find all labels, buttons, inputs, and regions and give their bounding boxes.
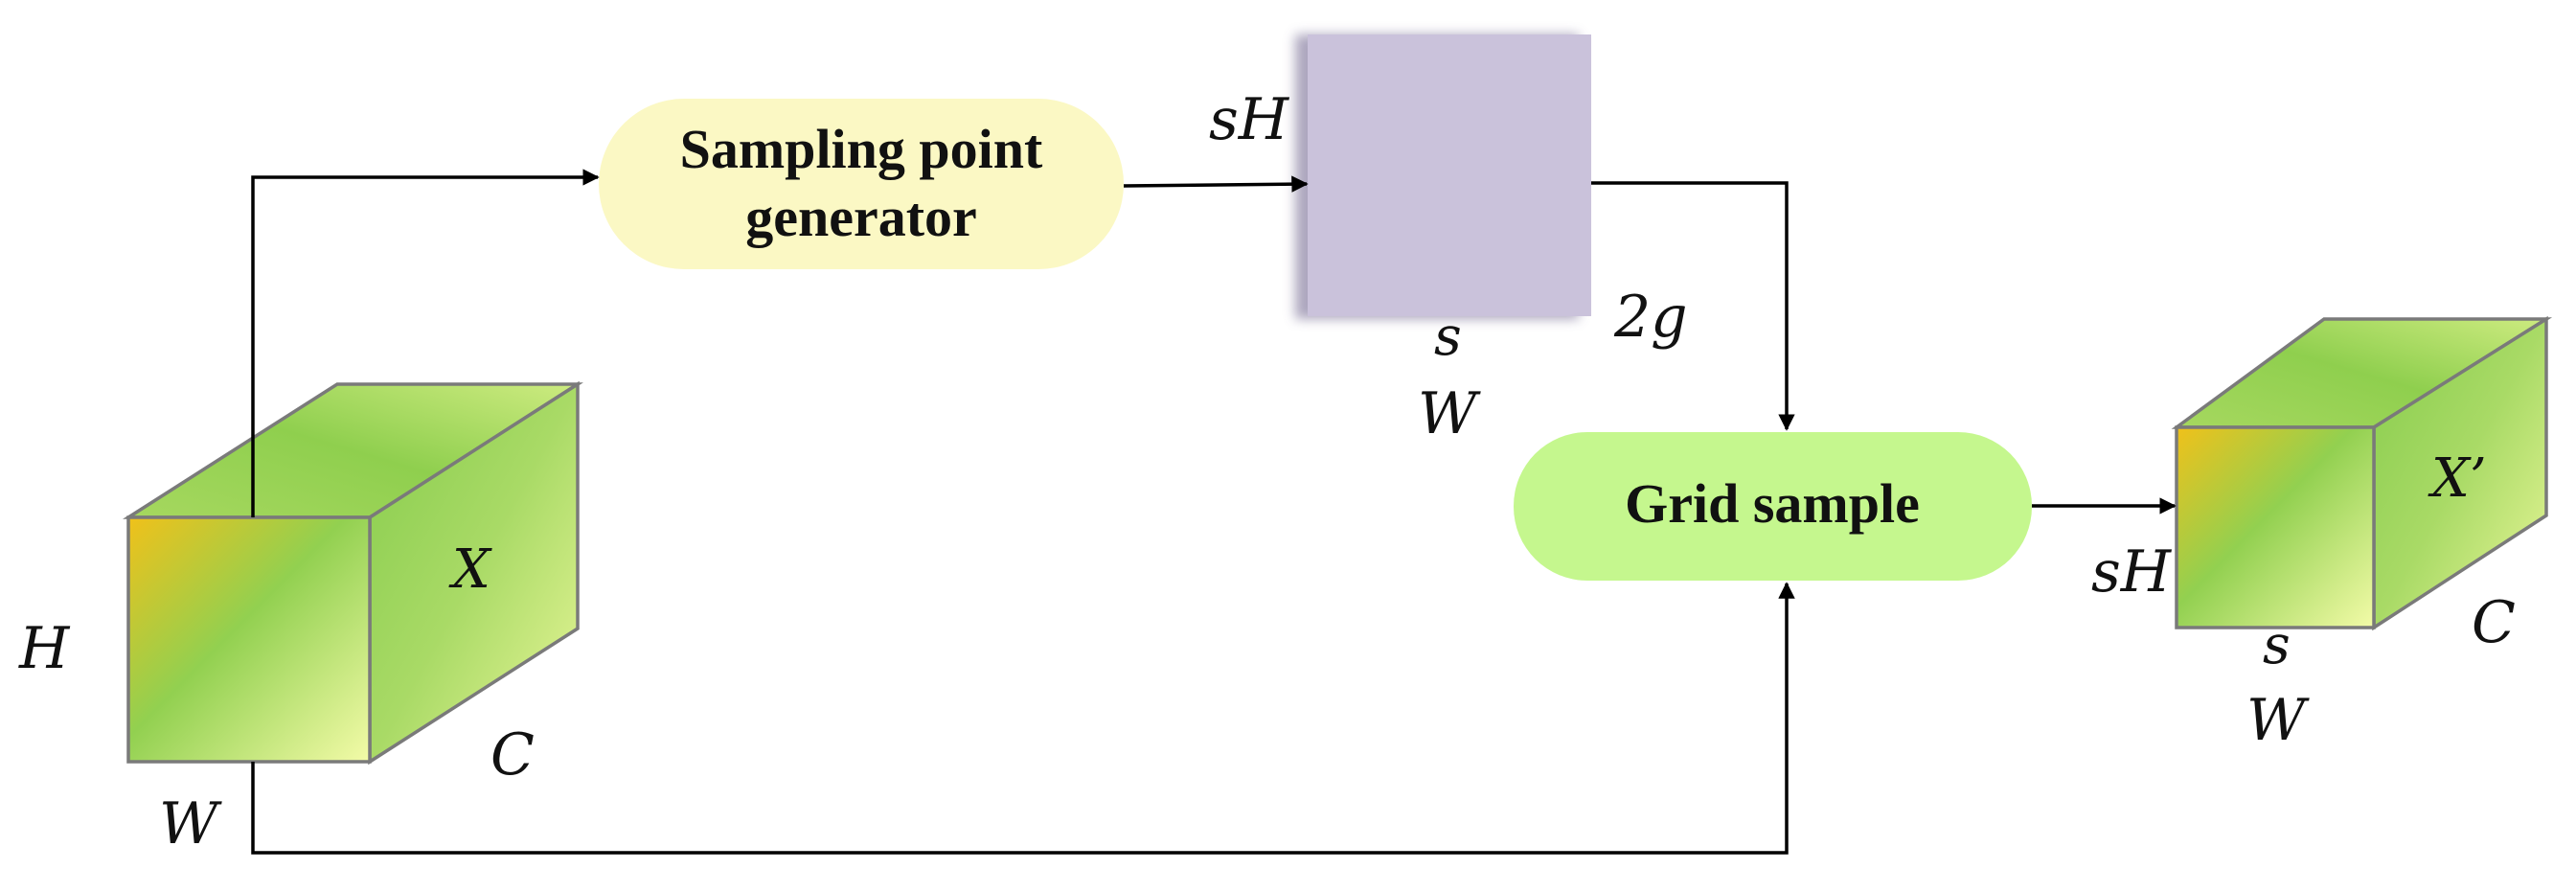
offset-map-width-label-w: W: [1418, 380, 1481, 447]
output-cube: [2171, 315, 2553, 631]
output-cube-front-face: [2175, 425, 2376, 629]
input-channel-label: C: [490, 721, 535, 789]
input-to-grid-sample-arrow: [251, 582, 1795, 855]
input-height-label: H: [18, 615, 71, 682]
output-channel-label: C: [2472, 589, 2516, 656]
input-cube: [123, 380, 583, 766]
input-width-label: W: [159, 790, 222, 858]
offset-map-height-label: sH: [1209, 86, 1290, 153]
input-cube-label: X: [448, 538, 492, 601]
grid-sample-box: [1514, 432, 2032, 581]
input-cube-front-face: [126, 515, 372, 764]
generator-label-line2: generator: [745, 186, 977, 248]
sampling-point-generator-box: [599, 99, 1124, 269]
generator-to-offset-map-arrow: [1123, 175, 1309, 193]
output-height-label: sH: [2091, 538, 2173, 606]
input-to-generator-arrow: [251, 169, 600, 517]
output-cube-label: X’: [2428, 447, 2487, 510]
offset-map-width-label-s: s: [1434, 306, 1462, 368]
grid-sample-label: Grid sample: [1625, 472, 1920, 535]
output-width-label-w: W: [2246, 687, 2310, 754]
output-width-label-s: s: [2263, 614, 2291, 676]
generator-label-line1: Sampling point: [680, 118, 1043, 180]
offset-map: [1308, 34, 1591, 316]
offset-map-to-grid-sample-arrow: [1591, 181, 1795, 431]
offset-map-channel-label: 2g: [1613, 284, 1688, 351]
